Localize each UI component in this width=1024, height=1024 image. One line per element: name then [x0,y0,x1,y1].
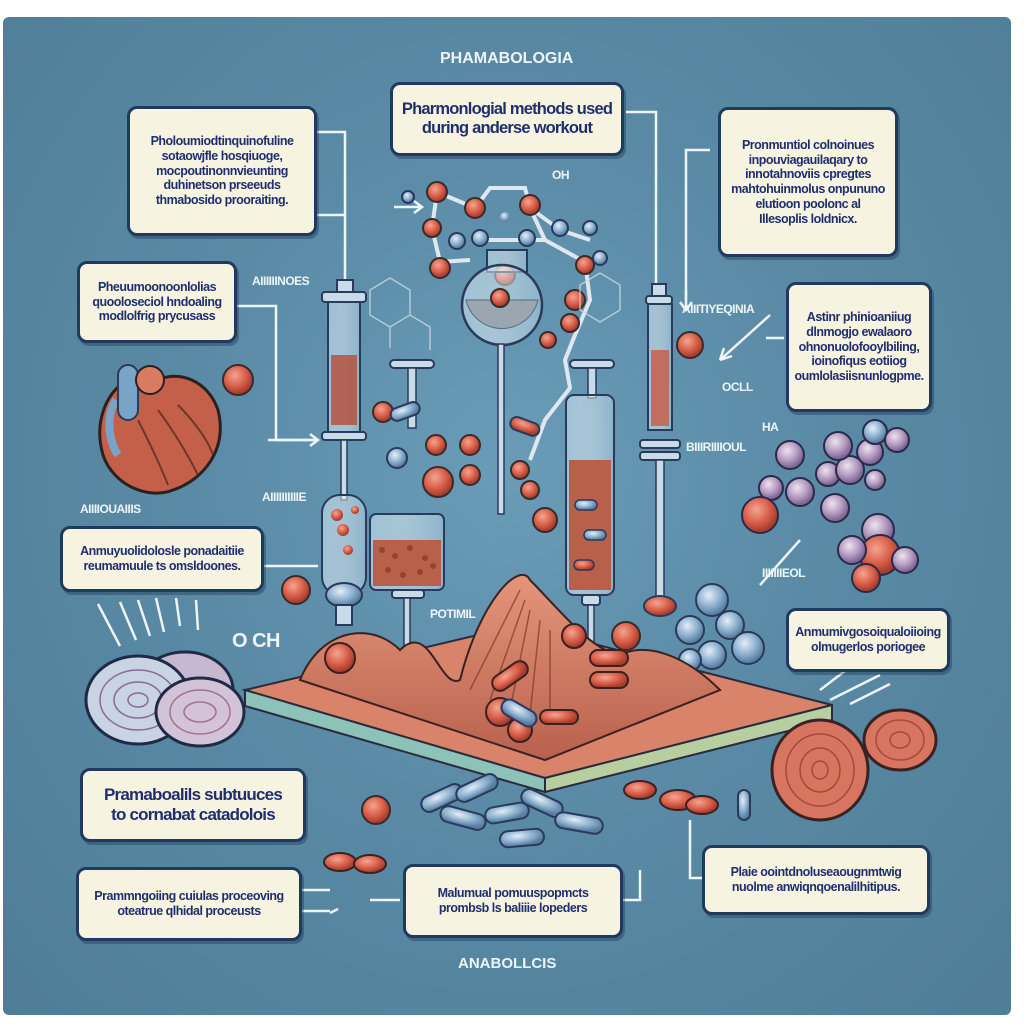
info-box-top-left: Pholoumiodtinquinofuline sotaowjfle hosq… [127,106,317,236]
tablet-icon [222,331,704,825]
label-ha: HA [762,420,779,434]
info-box-left-mid2: Anmuyuolidolosle ponadaitiie reumamuule … [60,526,264,592]
main-title-line-1: Pharmonlogial methods used [401,99,613,118]
info-box-bottom-right: Plaie oointdnoluseaougnmtwig nuolme anwi… [702,845,930,915]
header-title: PHAMABOLOGIA [440,50,574,67]
text-line: duhinetson prseeuds [163,178,281,193]
pill-stack-icon [323,773,751,874]
disc-pills-icon [84,650,246,748]
text-line: prombsb ls baliiie lopeders [438,901,588,915]
info-box-mid-left: Pheuumoonoonlolias quooloseciol hndoalin… [77,261,237,343]
heart-icon [98,364,222,495]
text-line: Astinr phinioaniiug [806,310,912,325]
text-line: Plaie oointdnoluseaougnmtwig [730,865,902,880]
text-line: ohnonuolofooylbiling, [798,339,920,354]
text-line: oteatrue qlhidal proceusts [117,904,261,918]
text-line: thmabosido prooraiting. [155,193,289,208]
text-line: mahtohuinmolus onpununo [731,182,885,196]
capsule-icon [389,401,541,437]
funnel-icon [389,359,615,429]
label-oh: OH [552,168,570,182]
connector-lines [236,110,784,913]
text-line: quooloseciol hndoaling [92,294,222,309]
label-mid: AIIIIIIIIIIE [262,490,307,504]
vial-icon [321,494,367,626]
text-line: ioinofiqus eotiiog [811,354,907,369]
info-box-bottom-left: Prammngoiing cuiulas proceoving oteatrue… [76,867,302,941]
text-line: Pramaboalils subtuuces [104,784,283,804]
text-line: Pholoumiodtinquinofuline [150,134,294,149]
text-line: elutioon poolonc al [755,196,861,211]
label-sub-right: BIIIRIIIIOUL [686,440,747,454]
info-box-bottom-center: Malumual pomuuspopmcts prombsb ls baliii… [403,864,623,938]
text-line: modlolfrig prycusass [98,309,216,324]
graduated-cylinder-icon [565,394,615,646]
main-title-box: Pharmonlogial methods used during anders… [390,82,624,156]
label-heart: AIIIIOUAIIIS [80,502,141,516]
label-och: O CH [232,630,281,652]
text-line: olmugerlos poriogee [810,640,926,654]
text-line: reumamuule ts omsldoones. [83,559,241,573]
arrow-icon [268,200,771,915]
text-line: oumlolasiisnunlogpme. [794,369,924,384]
label-ocll: OCLL [722,380,753,394]
text-line: Prammngoiing cuiulas proceoving [94,889,284,904]
text-line: nuolme anwiqnqoenalilhitipus. [731,880,901,894]
text-line: Anmumivgosoiqualoiioing [795,625,941,640]
syringe-icon [639,283,681,617]
flask-icon [460,249,544,515]
text-line: Illesoplis loldnicx. [759,211,857,226]
footer-title: ANABOLLCIS [458,955,557,972]
label-top-left: AIIIIIINOES [252,274,310,288]
text-line: Pheuumoonoonlolias [97,279,217,294]
beaker-icon [369,513,445,669]
text-line: inpouviagauilaqary to [748,152,868,167]
muscle-platform [241,573,833,794]
label-syringe-right: AIIITIYEQINIA [682,302,755,316]
text-line: sotaowjfle hosqiuoge, [161,148,283,163]
cell-cluster-icon [741,419,919,593]
label-mineral: IIIIIIIEOL [762,566,806,580]
info-box-top-right: Pronmuntiol colnoinues inpouviagauilaqar… [718,107,898,257]
text-line: mocpoutinonnvieunting [156,163,288,178]
text-line: dlnmogjo ewalaoro [806,324,912,339]
hexagon-structure [369,272,621,350]
info-box-right-mid: Astinr phinioaniiug dlnmogjo ewalaoro oh… [786,282,932,412]
ray-lines [96,539,891,706]
blue-cell-cluster-icon [675,583,765,672]
text-line: Pronmuntiol colnoinues [741,137,875,152]
text-line: Anmuyuolidolosle ponadaitiie [80,544,244,559]
text-line: innotahnoviis cpregtes [745,167,871,182]
text-line: to cornabat catadolois [111,805,276,824]
info-box-right-lower: Anmumivgosoiqualoiioing olmugerlos porio… [786,608,950,672]
label-potimil: POTIMIL [430,607,476,621]
text-line: Malumual pomuuspopmcts [437,886,589,901]
syringe-icon [321,279,367,501]
main-title-line-2: during anderse workout [421,119,593,137]
red-disc-pills-icon [770,708,938,822]
info-box-bottom-left-title: Pramaboalils subtuuces to cornabat catad… [80,768,306,842]
